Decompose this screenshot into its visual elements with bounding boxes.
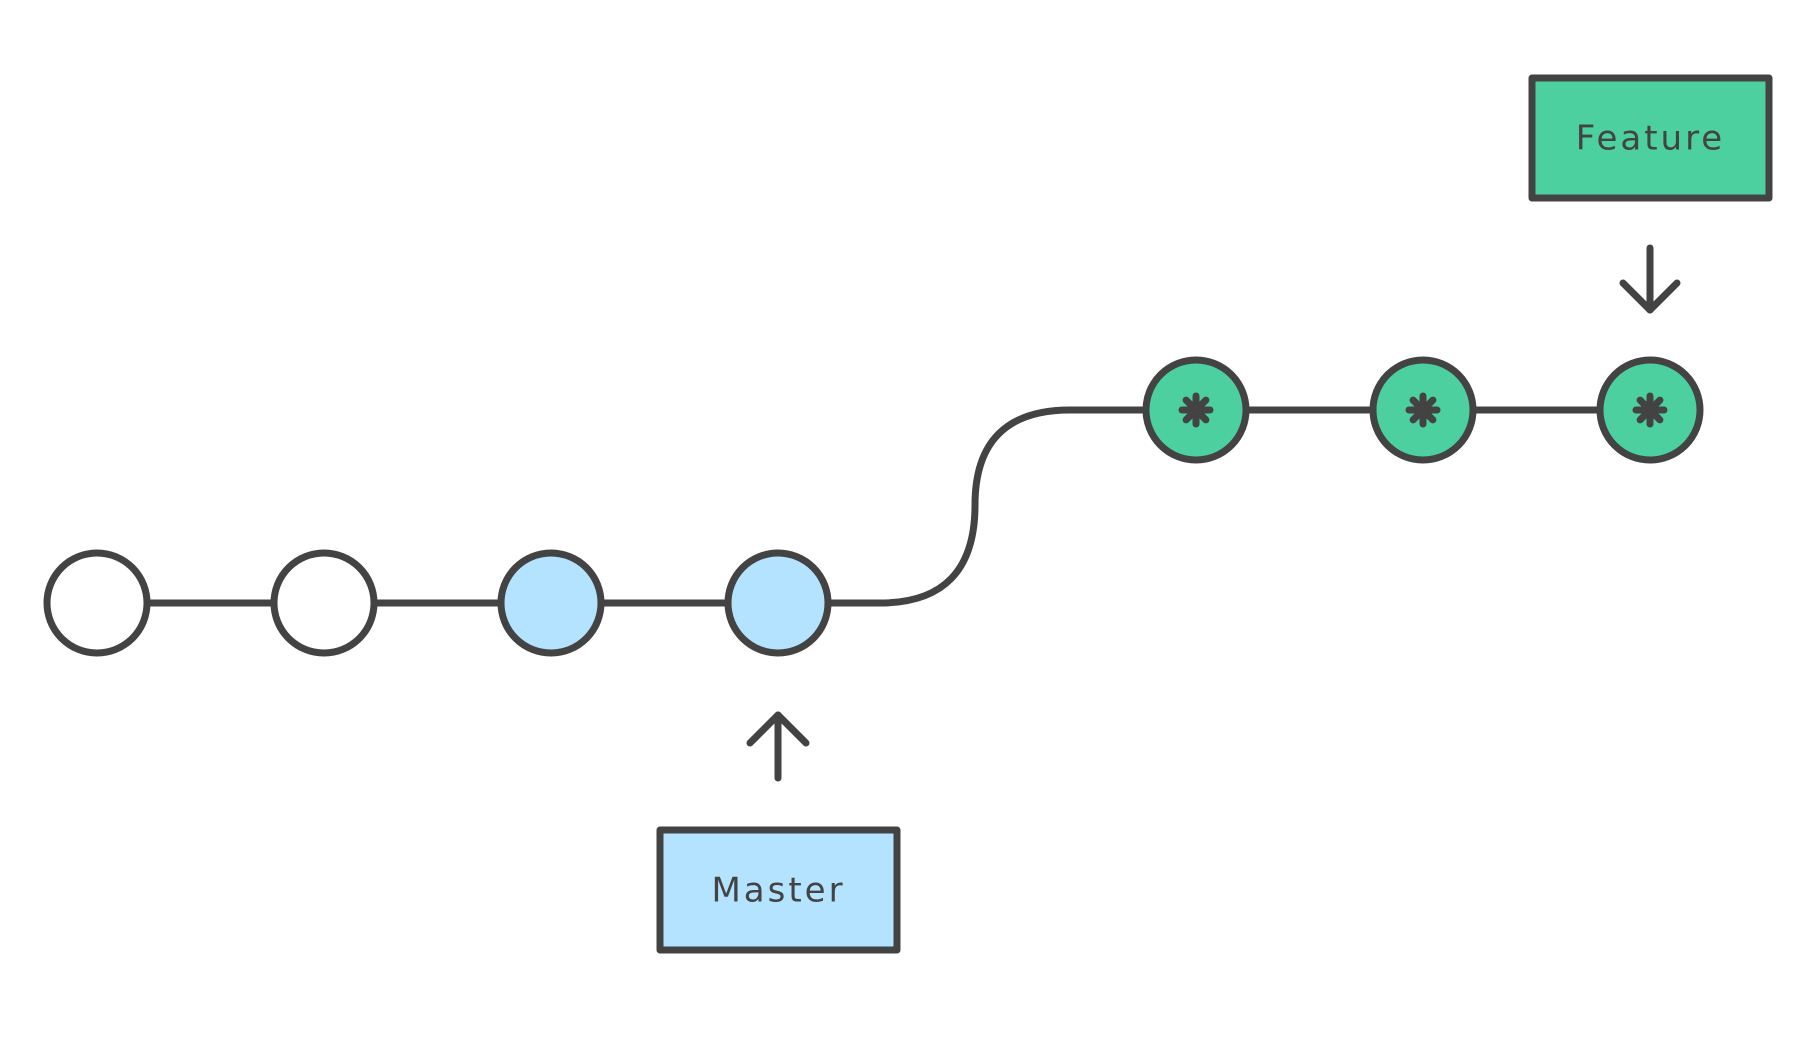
arrow-up-icon	[746, 711, 810, 782]
branch-lines	[143, 406, 1600, 607]
commit-node-feature[interactable]	[1369, 356, 1477, 464]
feature-label-text: Feature	[1576, 119, 1725, 159]
master-label[interactable]: Master	[656, 826, 901, 954]
asterisk-icon	[1178, 392, 1214, 428]
master-label-text: Master	[711, 871, 845, 911]
commit-node-feature[interactable]	[1596, 356, 1704, 464]
commits	[43, 356, 1704, 657]
branch-curve	[824, 406, 1146, 607]
commit-node-feature[interactable]	[1142, 356, 1250, 464]
feature-label[interactable]: Feature	[1528, 74, 1773, 202]
commit-node[interactable]	[270, 549, 378, 657]
master-pointer: Master	[656, 711, 901, 954]
commit-node-master[interactable]	[724, 549, 832, 657]
asterisk-icon	[1405, 392, 1441, 428]
commit-node[interactable]	[43, 549, 151, 657]
feature-label-box	[1528, 74, 1773, 202]
feature-pointer: Feature	[1528, 74, 1773, 314]
arrow-down-icon	[1619, 244, 1681, 314]
commit-node-master[interactable]	[497, 549, 605, 657]
master-label-box	[656, 826, 901, 954]
asterisk-icon	[1632, 392, 1668, 428]
